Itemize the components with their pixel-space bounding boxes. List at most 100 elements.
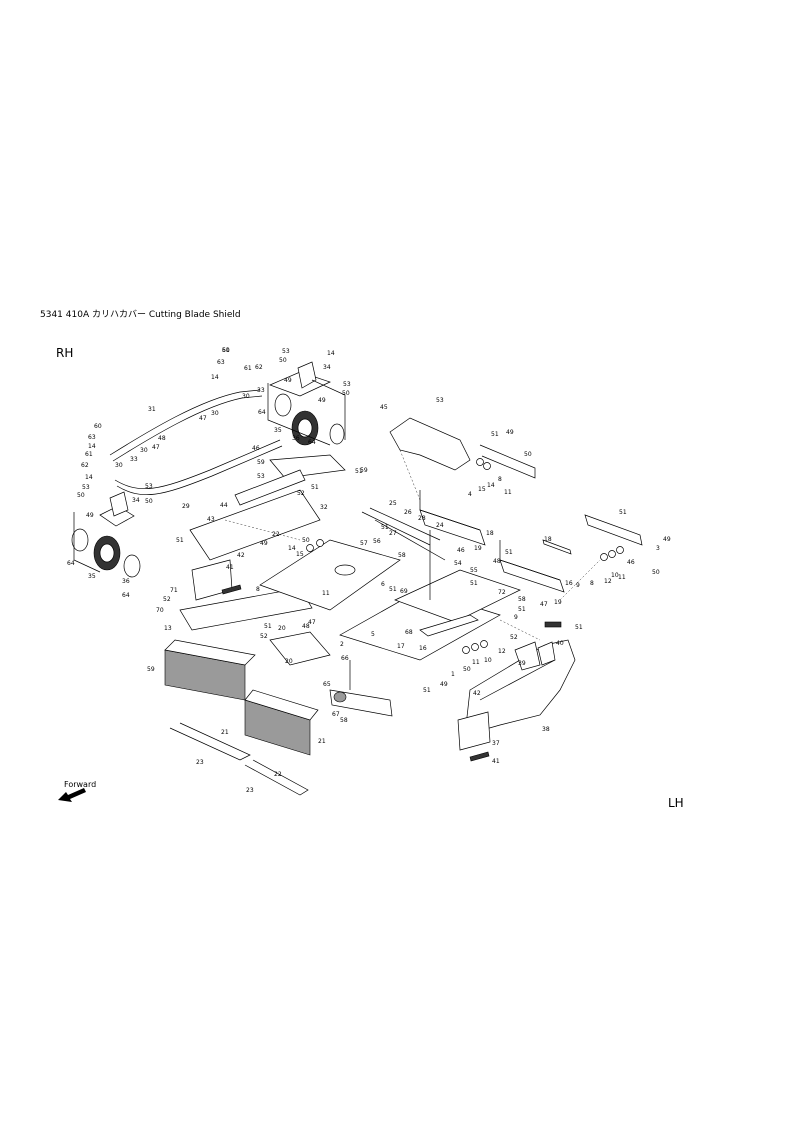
callout-52: 52 <box>510 634 518 641</box>
callout-39: 39 <box>518 660 526 667</box>
callout-51: 51 <box>470 580 478 587</box>
pedal-assembly <box>329 660 393 717</box>
bracket-39 <box>537 641 556 666</box>
callout-18: 18 <box>544 536 552 543</box>
spring-40 <box>544 621 562 628</box>
callout-29: 29 <box>182 503 190 510</box>
callout-56: 56 <box>373 538 381 545</box>
rh-upper-wheel-assembly <box>267 361 346 446</box>
page-title: 5341 410A カリハカバー Cutting Blade Shield <box>40 310 241 320</box>
callout-58: 58 <box>398 552 406 559</box>
callout-65: 65 <box>323 681 331 688</box>
callout-59: 59 <box>147 666 155 673</box>
callout-52: 52 <box>163 596 171 603</box>
callout-15: 15 <box>296 551 304 558</box>
callout-49: 49 <box>86 512 94 519</box>
shield-45 <box>389 417 471 471</box>
callout-33: 33 <box>130 456 138 463</box>
callout-50: 50 <box>145 498 153 505</box>
callout-51: 51 <box>389 586 397 593</box>
callout-58: 58 <box>340 717 348 724</box>
callout-47: 47 <box>308 619 316 626</box>
callout-51: 51 <box>311 484 319 491</box>
callout-64: 64 <box>258 409 266 416</box>
callout-59: 59 <box>257 459 265 466</box>
bracket-17 <box>419 614 479 637</box>
callout-25: 25 <box>389 500 397 507</box>
callout-30: 30 <box>211 410 219 417</box>
callout-22: 22 <box>272 531 280 538</box>
callout-62: 62 <box>81 462 89 469</box>
callout-61: 61 <box>85 451 93 458</box>
callout-38: 38 <box>542 726 550 733</box>
callout-51: 51 <box>518 606 526 613</box>
callout-68: 68 <box>405 629 413 636</box>
callout-64: 64 <box>308 439 316 446</box>
callout-60: 60 <box>222 347 230 354</box>
callout-61: 61 <box>244 365 252 372</box>
callout-44: 44 <box>220 502 228 509</box>
callout-10: 10 <box>484 657 492 664</box>
callout-10: 10 <box>611 572 619 579</box>
callout-18: 18 <box>486 530 494 537</box>
guide-lines <box>224 449 601 641</box>
callout-46: 46 <box>457 547 465 554</box>
callout-49: 49 <box>260 540 268 547</box>
callout-50: 50 <box>652 569 660 576</box>
callout-51: 51 <box>176 537 184 544</box>
strap-22-upper <box>169 722 251 761</box>
callout-63: 63 <box>88 434 96 441</box>
callout-55: 55 <box>470 567 478 574</box>
callout-53: 53 <box>436 397 444 404</box>
callout-11: 11 <box>472 659 480 666</box>
callout-53: 53 <box>282 348 290 355</box>
link-assembly <box>361 507 446 600</box>
callout-16: 16 <box>419 645 427 652</box>
callout-11: 11 <box>322 590 330 597</box>
callout-15: 15 <box>478 486 486 493</box>
plate-70 <box>179 587 313 631</box>
strip-42-rh <box>221 584 242 595</box>
callout-34: 34 <box>323 364 331 371</box>
bracket-38 <box>514 641 541 671</box>
bracket-44 <box>234 469 306 506</box>
callout-57: 57 <box>360 540 368 547</box>
hardware-stacks <box>306 458 624 654</box>
callout-8: 8 <box>256 586 260 593</box>
callout-30: 30 <box>115 462 123 469</box>
callout-49: 49 <box>318 397 326 404</box>
callout-71: 71 <box>170 587 178 594</box>
callout-51: 51 <box>264 623 272 630</box>
callout-49: 49 <box>284 377 292 384</box>
callout-51: 51 <box>619 509 627 516</box>
callout-3: 3 <box>656 545 660 552</box>
strap-22-lower <box>244 759 309 796</box>
callout-63: 63 <box>217 359 225 366</box>
callout-64: 64 <box>67 560 75 567</box>
callout-48: 48 <box>302 623 310 630</box>
callout-50: 50 <box>279 357 287 364</box>
callout-14: 14 <box>211 374 219 381</box>
callout-62: 62 <box>255 364 263 371</box>
callout-28: 28 <box>418 515 426 522</box>
callout-33: 33 <box>257 387 265 394</box>
callout-51: 51 <box>423 687 431 694</box>
callout-21: 21 <box>221 729 229 736</box>
callout-53: 53 <box>82 484 90 491</box>
callout-21: 21 <box>318 738 326 745</box>
deck-plate-16 <box>394 569 521 623</box>
callout-5: 5 <box>371 631 375 638</box>
bracket-32 <box>269 454 346 479</box>
callout-14: 14 <box>327 350 335 357</box>
callout-48: 48 <box>493 558 501 565</box>
strip-16-lower <box>542 539 572 555</box>
callout-49: 49 <box>663 536 671 543</box>
callout-17: 17 <box>397 643 405 650</box>
forward-arrow-icon <box>58 788 86 802</box>
callout-20: 20 <box>285 658 293 665</box>
callout-26: 26 <box>404 509 412 516</box>
callout-35: 35 <box>88 573 96 580</box>
callout-51: 51 <box>491 431 499 438</box>
callout-52: 52 <box>297 490 305 497</box>
